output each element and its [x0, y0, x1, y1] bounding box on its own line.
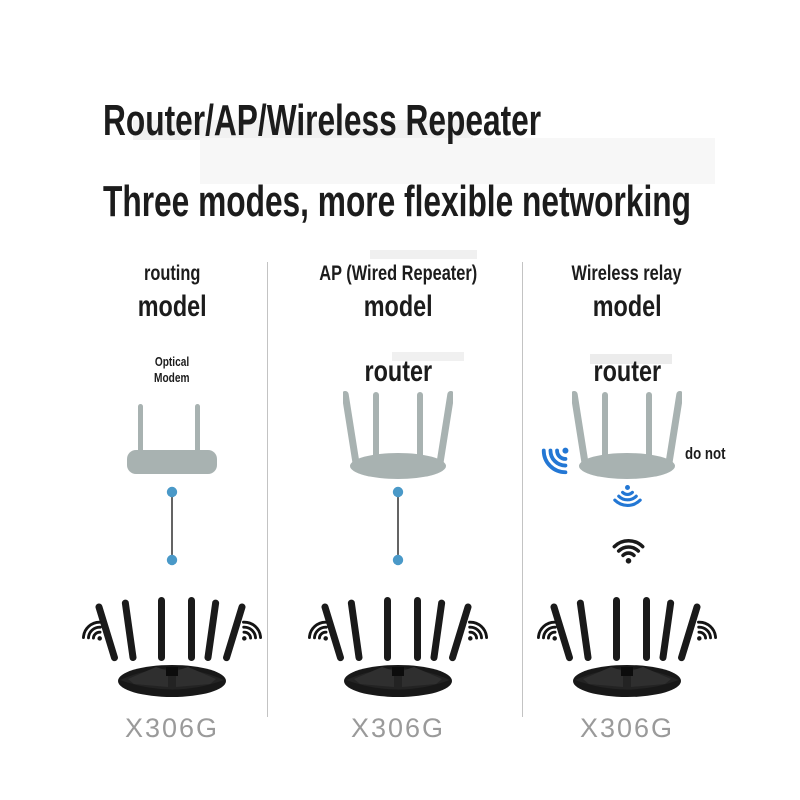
wifi-broadcast-down-icon	[611, 482, 644, 515]
mode-type-label: model	[363, 290, 433, 323]
page-subtitle: Three modes, more flexible networking	[103, 176, 800, 226]
page-title: Router/AP/Wireless Repeater	[103, 99, 711, 143]
product-model-label: X306G	[124, 713, 220, 743]
product-model-label: X306G	[350, 713, 446, 743]
modem-icon	[127, 404, 217, 476]
page-title-text: Router/AP/Wireless Repeater	[103, 96, 542, 146]
column-divider	[267, 262, 268, 717]
mode-type-label: model	[137, 290, 207, 323]
wired-link-dots-icon	[166, 486, 178, 566]
mode-name: Wireless relay	[571, 262, 683, 285]
router-silhouette-icon	[343, 388, 453, 480]
router-silhouette-icon	[572, 388, 682, 480]
column-divider	[522, 262, 523, 717]
column-wireless-relay-mode: Wireless relay model router X306G	[507, 250, 747, 750]
router-product-icon	[517, 593, 737, 705]
router-product-icon	[62, 593, 282, 705]
page-subtitle-text: Three modes, more flexible networking	[103, 176, 691, 226]
column-ap-mode: AP (Wired Repeater) model router X306G	[278, 250, 518, 750]
mode-name: routing	[143, 262, 201, 285]
upstream-device-label: router	[593, 355, 661, 388]
do-not-note: do not	[685, 444, 726, 463]
upstream-device-label: router	[364, 355, 432, 388]
mode-name: AP (Wired Repeater)	[319, 262, 477, 285]
wifi-receive-icon	[610, 530, 647, 567]
product-model-label: X306G	[579, 713, 675, 743]
column-routing-mode: routing model Optical Modem X306G	[52, 250, 292, 750]
wired-link-dots-icon	[392, 486, 404, 566]
mode-type-label: model	[592, 290, 662, 323]
router-product-icon	[288, 593, 508, 705]
upstream-device-label: Optical Modem	[154, 354, 190, 385]
